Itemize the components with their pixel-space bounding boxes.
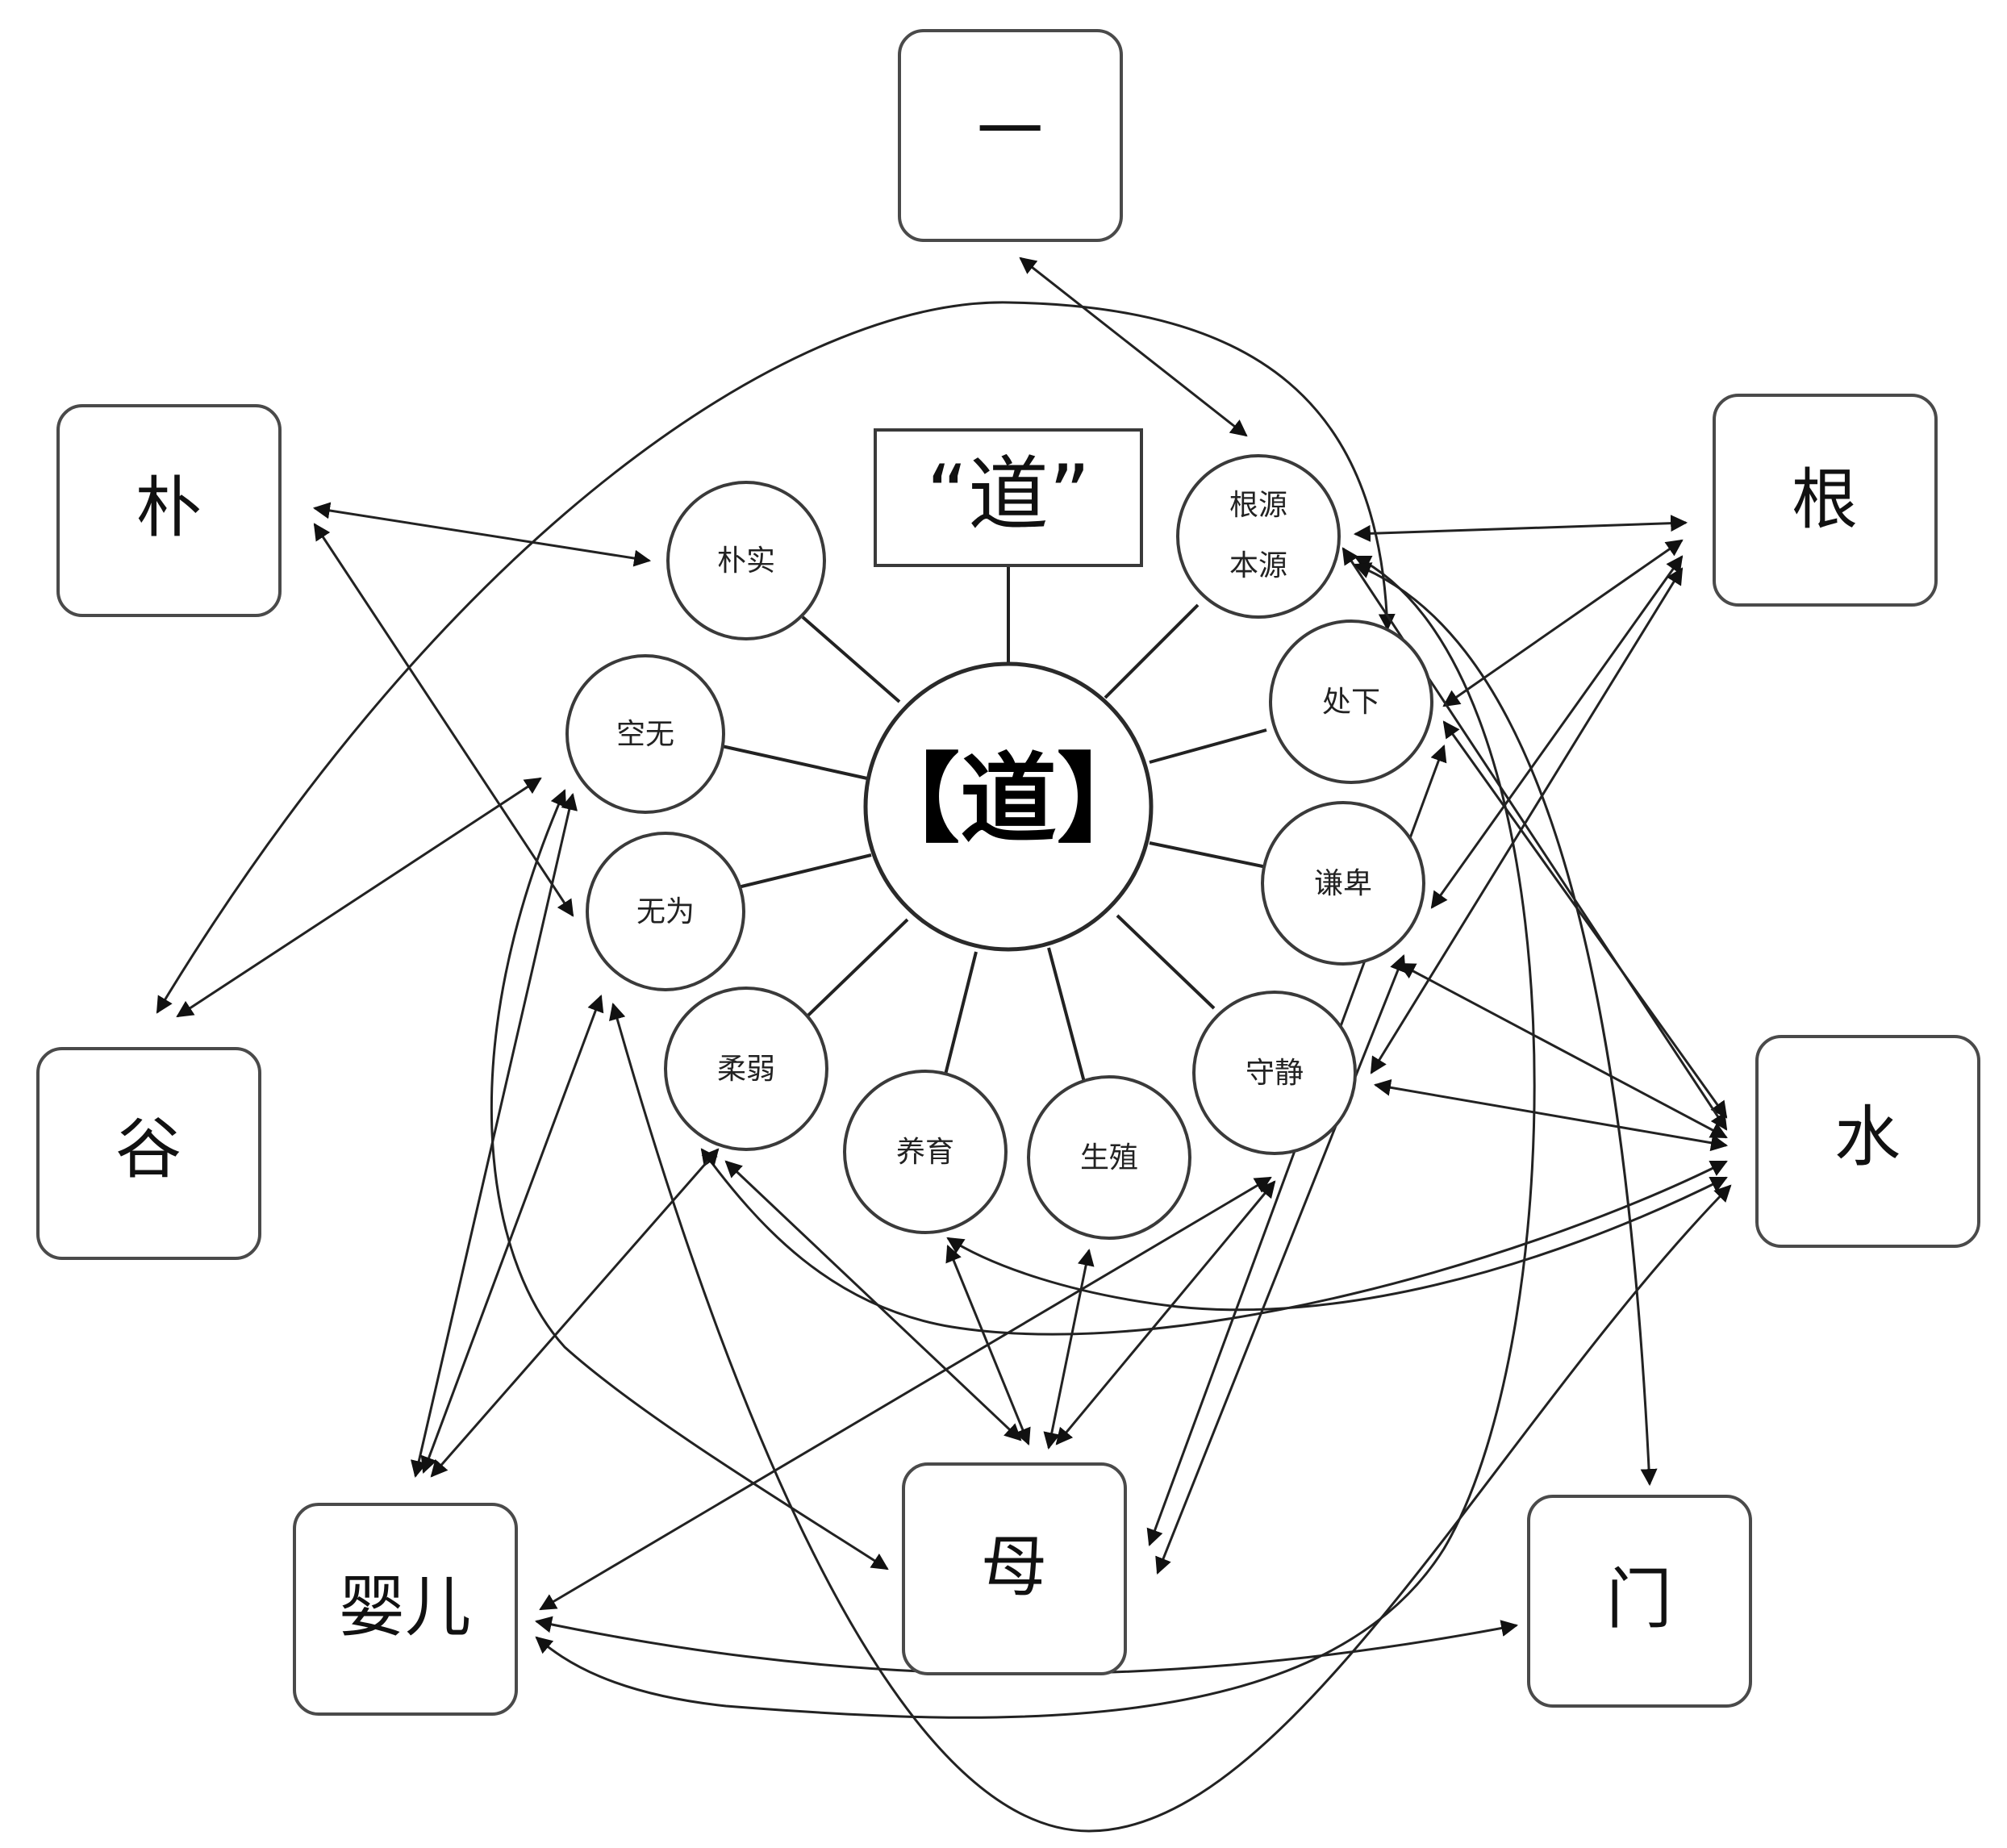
link-gen-shoujing: [1370, 567, 1684, 1074]
svg-text:朴: 朴: [136, 469, 202, 546]
link-mu-shengzhi: [1043, 1248, 1095, 1450]
svg-text:母: 母: [981, 1529, 1047, 1605]
term-gen: 根: [1713, 394, 1938, 607]
svg-text:一: 一: [977, 93, 1043, 169]
svg-text:婴儿: 婴儿: [339, 1569, 471, 1646]
svg-text:根: 根: [1792, 461, 1858, 538]
svg-text:空无: 空无: [616, 718, 674, 751]
link-genyuan-men: [1354, 562, 1658, 1487]
svg-text:根源: 根源: [1229, 489, 1287, 522]
link-gen-genyuan: [1353, 515, 1688, 542]
link-gen-qianbei: [1430, 555, 1684, 909]
svg-text:水: 水: [1834, 1099, 1901, 1175]
link-yinger-wuwei: [420, 995, 604, 1474]
center-node: 【道】: [863, 661, 1154, 952]
concept-chuxia: 处下: [1269, 619, 1433, 784]
concept-shoujing: 守静: [1192, 991, 1357, 1155]
term-shui: 水: [1755, 1035, 1980, 1248]
svg-text:守静: 守静: [1246, 1057, 1304, 1090]
term-men: 门: [1527, 1495, 1752, 1708]
concept-pushi: 朴实: [666, 481, 826, 640]
term-mu: 母: [902, 1462, 1127, 1675]
svg-text:生殖: 生殖: [1080, 1141, 1138, 1174]
term-yinger: 婴儿: [293, 1503, 518, 1716]
svg-text:柔弱: 柔弱: [717, 1053, 775, 1086]
link-pu-pushi: [312, 502, 652, 567]
connections: [156, 257, 1732, 1833]
term-pu: 朴: [56, 404, 282, 617]
link-gu-genyuan: [156, 301, 1396, 1014]
title-box: “道”: [874, 428, 1143, 567]
center-label: 【道】: [863, 745, 1154, 857]
concept-kongwu: 空无: [565, 654, 725, 814]
svg-text:无为: 无为: [636, 895, 695, 928]
svg-text:门: 门: [1606, 1561, 1672, 1637]
concept-shengzhi: 生殖: [1027, 1075, 1191, 1240]
link-shui-chuxia: [1442, 720, 1728, 1119]
link-pu-wuwei: [313, 523, 574, 917]
title-label: “道”: [926, 447, 1091, 541]
concept-yangyu: 养育: [843, 1070, 1008, 1234]
link-yi-genyuan: [1019, 257, 1248, 437]
svg-text:谦卑: 谦卑: [1314, 867, 1372, 900]
concept-wuwei: 无为: [586, 832, 745, 991]
link-shui-shoujing: [1373, 1078, 1729, 1152]
svg-text:处下: 处下: [1322, 686, 1380, 719]
link-yinger-rouruo: [430, 1148, 720, 1478]
svg-text:谷: 谷: [115, 1111, 182, 1187]
concept-genyuan: 根源 本源: [1176, 454, 1341, 619]
concept-rouruo: 柔弱: [664, 987, 828, 1151]
svg-text:朴实: 朴实: [717, 544, 775, 578]
term-yi: 一: [898, 29, 1123, 242]
concept-qianbei: 谦卑: [1261, 801, 1425, 966]
svg-text:本源: 本源: [1229, 549, 1287, 582]
link-gen-chuxia: [1442, 539, 1684, 707]
term-gu: 谷: [36, 1047, 261, 1260]
svg-text:养育: 养育: [896, 1136, 954, 1169]
